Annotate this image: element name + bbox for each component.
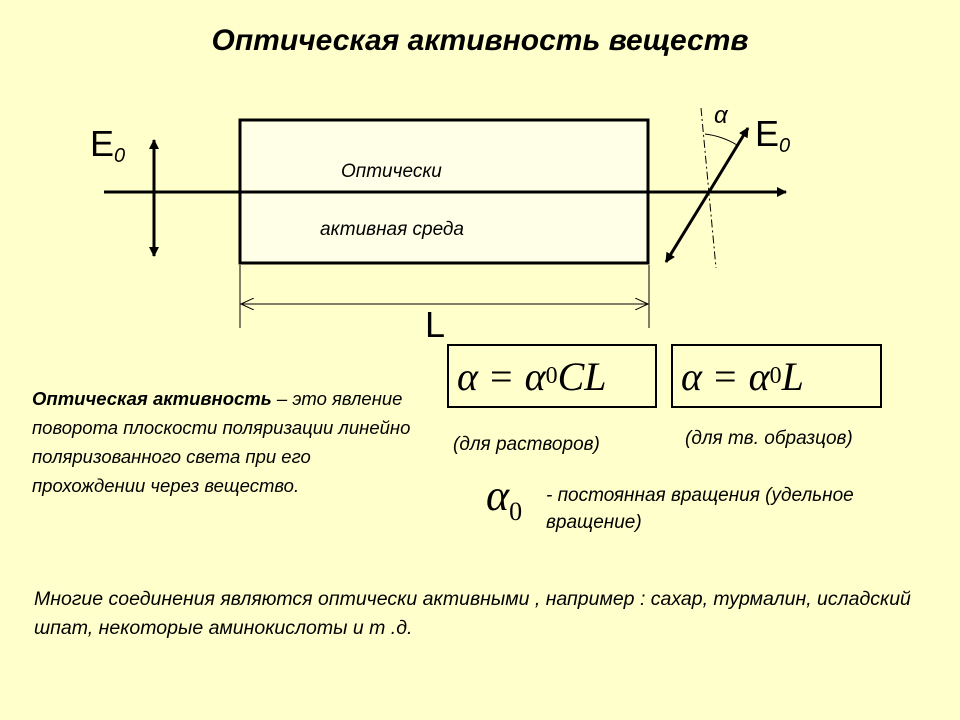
rotation-constant-description: - постоянная вращения (удельное вращение… — [546, 485, 854, 533]
examples-text: Многие соединения являются оптически акт… — [34, 588, 911, 639]
reference-axis — [700, 107, 717, 269]
rotation-constant-symbol: α0 — [486, 471, 523, 526]
formula-solids-rhs: L — [781, 353, 804, 399]
medium-label-line1: Оптически — [341, 161, 442, 182]
formula-solids-lhs: α — [681, 353, 702, 399]
definition-body: – это явление поворота плоскости поляриз… — [32, 388, 411, 496]
formula-solids-note: (для тв. образцов) — [685, 428, 853, 449]
emergent-field-label: E0 — [755, 113, 791, 157]
definition-text: Оптическая активность – это явление пово… — [32, 384, 422, 500]
formula-solids-eq: = — [714, 353, 737, 399]
rotation-angle-label: α — [714, 102, 728, 129]
medium-label-line2: активная среда — [320, 219, 465, 240]
incident-field-label: E0 — [90, 123, 126, 167]
formula-solutions-rhs: CL — [557, 353, 607, 399]
formula-solutions-lhs: α — [457, 353, 478, 399]
rotation-angle-arc — [704, 133, 738, 146]
length-label: L — [425, 304, 446, 345]
page-title: Оптическая активность веществ — [211, 24, 749, 57]
formula-solutions-coef-sub: 0 — [545, 362, 558, 389]
rotated-polarization-vector — [707, 127, 750, 193]
formula-solutions-coef: α — [524, 353, 546, 399]
formula-solutions-eq: = — [490, 353, 513, 399]
formula-solids-coef: α — [748, 353, 770, 399]
definition-term: Оптическая активность — [32, 388, 272, 409]
formula-solutions-note: (для растворов) — [453, 434, 600, 455]
formula-solids-coef-sub: 0 — [769, 362, 782, 389]
rotated-polarization-vector-lower — [664, 191, 711, 263]
